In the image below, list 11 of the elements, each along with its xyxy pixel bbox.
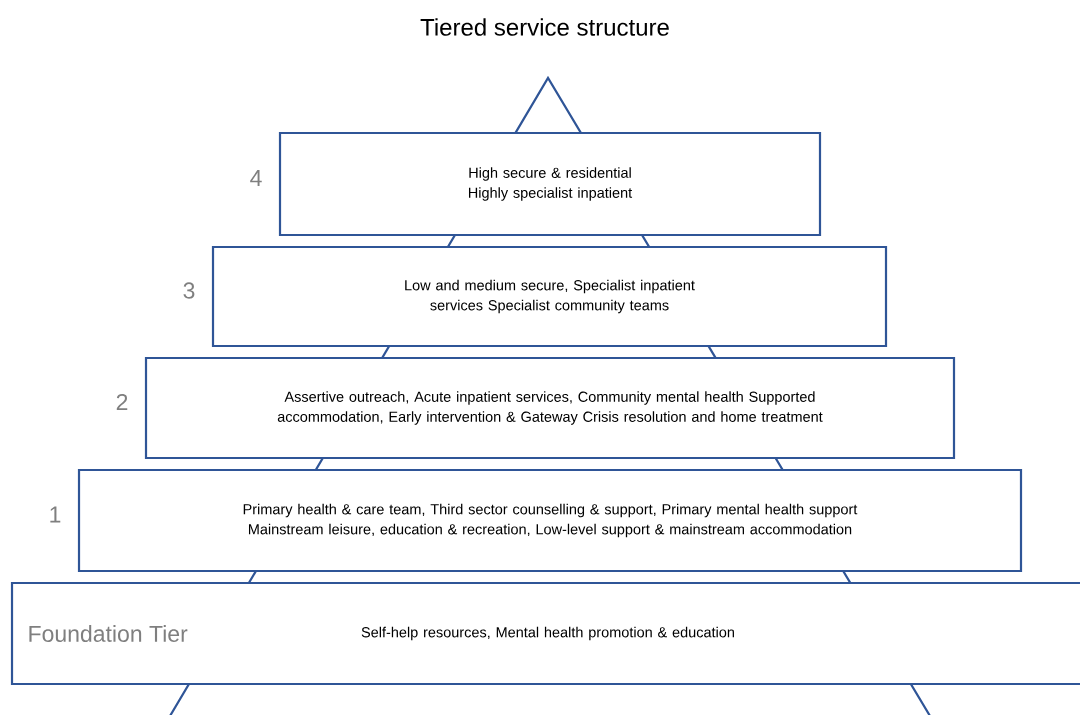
- tier-heading: Foundation Tier: [29, 625, 188, 642]
- box-text: High secure & residential Highly specialist inpatient: [469, 167, 633, 201]
- box-text: Primary health & care team, Third sector counselling & support, Primary mental health support Mainstream leisure, education & recreation, Low-level support & mainstream accommodation: [243, 503, 858, 538]
- box-text: Self-help resources, Mental health promotion & education: [361, 626, 734, 641]
- box-text: Assertive outreach, Acute inpatient services, Community mental health Supported accommodation, Early intervention & Gateway Crisis resolution and home treatment: [277, 391, 823, 425]
- tier-number: 4: [250, 170, 262, 186]
- title: Tiered service structure: [420, 18, 669, 36]
- tier-number: 2: [116, 393, 128, 411]
- box-text: Low and medium secure, Specialist inpatient services Specialist community teams: [405, 279, 695, 314]
- tier-number: 1: [50, 506, 61, 523]
- tier-number: 3: [183, 282, 195, 299]
